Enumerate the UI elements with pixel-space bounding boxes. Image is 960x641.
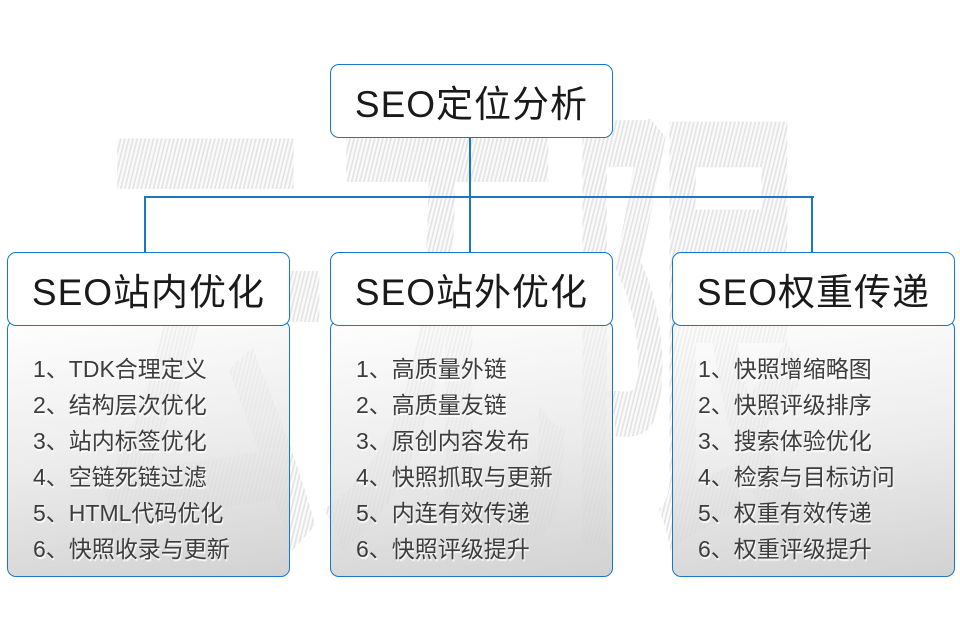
list-item: 3、原创内容发布 [356,428,530,454]
list-item: 4、快照抓取与更新 [356,464,553,490]
branch-title: SEO权重传递 [696,272,931,313]
branch-weight-transfer: SEO权重传递 1、快照增缩略图 2、快照评级排序 3、搜索体验优化 4、检索与目标访… [672,252,955,577]
list-item: 2、高质量友链 [356,392,507,418]
list-item: 2、快照评级排序 [698,392,872,418]
branch-body: 1、TDK合理定义 2、结构层次优化 3、站内标签优化 4、空链死链过滤 5、HTML代… [7,320,290,577]
branch-header: SEO站内优化 [7,252,290,326]
connector-left-branch [144,196,146,254]
list-item: 3、搜索体验优化 [698,428,872,454]
branch-title: SEO站内优化 [31,272,266,313]
branch-header: SEO站外优化 [330,252,613,326]
branch-body: 1、高质量外链 2、高质量友链 3、原创内容发布 4、快照抓取与更新 5、内连有效传递 6… [330,320,613,577]
connector-right-branch [811,196,813,254]
list-item: 1、高质量外链 [356,356,507,382]
list-item: 5、内连有效传递 [356,500,530,526]
branch-onsite-optimization: SEO站内优化 1、TDK合理定义 2、结构层次优化 3、站内标签优化 4、空链死链过… [7,252,290,577]
branch-offsite-optimization: SEO站外优化 1、高质量外链 2、高质量友链 3、原创内容发布 4、快照抓取与更新 5… [330,252,613,577]
list-item: 1、快照增缩略图 [698,356,872,382]
list-item: 5、权重有效传递 [698,500,872,526]
list-item: 3、站内标签优化 [33,428,207,454]
list-item: 4、空链死链过滤 [33,464,207,490]
root-node-title: SEO定位分析 [354,84,589,125]
branch-title: SEO站外优化 [354,272,589,313]
connector-root-to-bus [469,137,471,254]
branch-item-list: 1、TDK合理定义 2、结构层次优化 3、站内标签优化 4、空链死链过滤 5、HTML代… [8,321,289,567]
list-item: 4、检索与目标访问 [698,464,895,490]
branch-body: 1、快照增缩略图 2、快照评级排序 3、搜索体验优化 4、检索与目标访问 5、权重有效传… [672,320,955,577]
branch-header: SEO权重传递 [672,252,955,326]
list-item: 5、HTML代码优化 [33,500,224,526]
connector-horizontal-bus [145,196,814,198]
branch-item-list: 1、高质量外链 2、高质量友链 3、原创内容发布 4、快照抓取与更新 5、内连有效传递 6… [331,321,612,567]
list-item: 2、结构层次优化 [33,392,207,418]
branch-item-list: 1、快照增缩略图 2、快照评级排序 3、搜索体验优化 4、检索与目标访问 5、权重有效传… [673,321,954,567]
list-item: 6、快照收录与更新 [33,536,230,562]
list-item: 6、权重评级提升 [698,536,872,562]
root-node: SEO定位分析 [330,64,613,138]
list-item: 6、快照评级提升 [356,536,530,562]
list-item: 1、TDK合理定义 [33,356,207,382]
